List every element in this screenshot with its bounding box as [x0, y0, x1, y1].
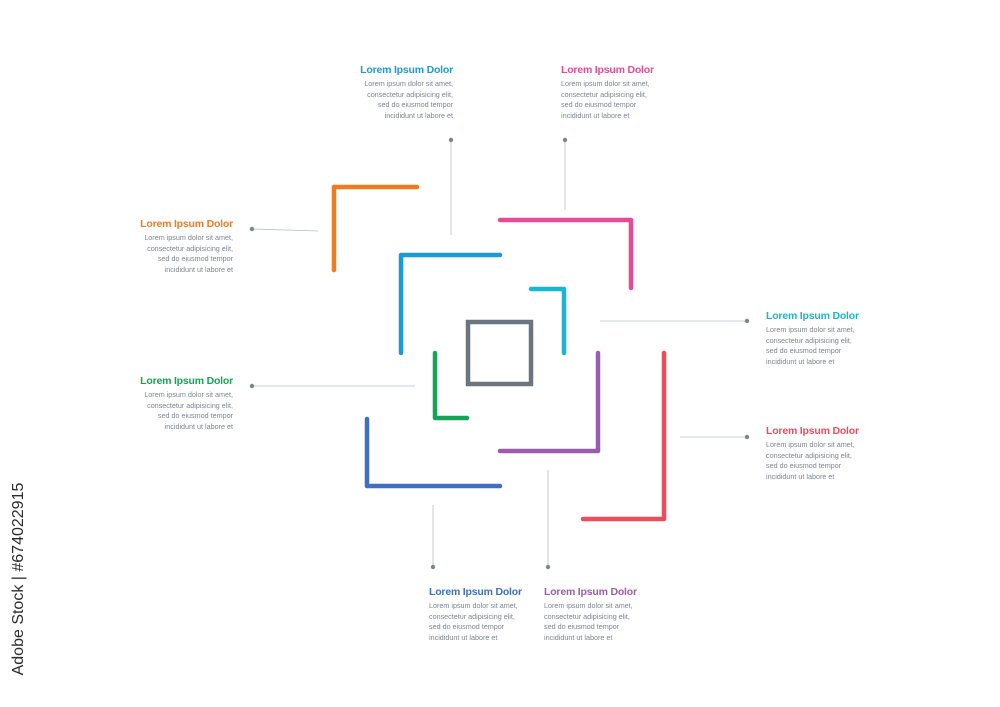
label-right-upper: Lorem Ipsum Dolor Lorem ipsum dolor sit …: [766, 310, 862, 367]
connector-right-lower-dot: [744, 434, 750, 440]
label-title: Lorem Ipsum Dolor: [429, 586, 522, 598]
bracket-blue: [398, 252, 503, 356]
label-body: Lorem ipsum dolor sit amet, consectetur …: [544, 601, 633, 642]
label-body: Lorem ipsum dolor sit amet, consectetur …: [364, 79, 453, 120]
stock-watermark: Adobe Stock | #674022915: [4, 470, 34, 695]
bracket-pink: [497, 217, 634, 291]
connector-bottom-right-dot: [545, 564, 551, 570]
bracket-purple: [497, 350, 601, 454]
label-title: Lorem Ipsum Dolor: [140, 375, 233, 387]
label-title: Lorem Ipsum Dolor: [561, 64, 654, 76]
label-top-left: Lorem Ipsum Dolor Lorem ipsum dolor sit …: [357, 64, 453, 121]
connector-top-left-dot: [448, 137, 454, 143]
label-title: Lorem Ipsum Dolor: [140, 218, 233, 230]
connector-right-upper-dot: [744, 318, 750, 324]
label-body: Lorem ipsum dolor sit amet, consectetur …: [429, 601, 518, 642]
connector-bottom-left-dot: [430, 564, 436, 570]
bracket-navy: [364, 416, 503, 489]
label-bottom-right: Lorem Ipsum Dolor Lorem ipsum dolor sit …: [544, 586, 640, 643]
bracket-teal: [528, 286, 567, 356]
label-title: Lorem Ipsum Dolor: [360, 64, 453, 76]
watermark-text: Adobe Stock | #674022915: [10, 482, 27, 676]
label-title: Lorem Ipsum Dolor: [766, 425, 859, 437]
connector-lines: [249, 137, 750, 570]
label-body: Lorem ipsum dolor sit amet, consectetur …: [144, 390, 233, 431]
bracket-red: [580, 350, 667, 522]
bracket-shapes: [331, 184, 667, 522]
label-right-lower: Lorem Ipsum Dolor Lorem ipsum dolor sit …: [766, 425, 862, 482]
label-bottom-left: Lorem Ipsum Dolor Lorem ipsum dolor sit …: [429, 586, 525, 643]
label-left-lower: Lorem Ipsum Dolor Lorem ipsum dolor sit …: [137, 375, 233, 432]
connector-left-upper-dot: [249, 226, 255, 232]
bracket-orange: [331, 184, 420, 273]
label-body: Lorem ipsum dolor sit amet, consectetur …: [561, 79, 650, 120]
bracket-green: [432, 350, 470, 421]
center-square: [465, 319, 534, 387]
connector-left-upper-line: [251, 228, 319, 232]
connector-top-right-dot: [562, 137, 568, 143]
label-top-right: Lorem Ipsum Dolor Lorem ipsum dolor sit …: [561, 64, 657, 121]
connector-left-lower-dot: [249, 383, 255, 389]
label-left-upper: Lorem Ipsum Dolor Lorem ipsum dolor sit …: [137, 218, 233, 275]
label-title: Lorem Ipsum Dolor: [544, 586, 637, 598]
label-body: Lorem ipsum dolor sit amet, consectetur …: [144, 233, 233, 274]
label-body: Lorem ipsum dolor sit amet, consectetur …: [766, 325, 855, 366]
label-title: Lorem Ipsum Dolor: [766, 310, 859, 322]
label-body: Lorem ipsum dolor sit amet, consectetur …: [766, 440, 855, 481]
